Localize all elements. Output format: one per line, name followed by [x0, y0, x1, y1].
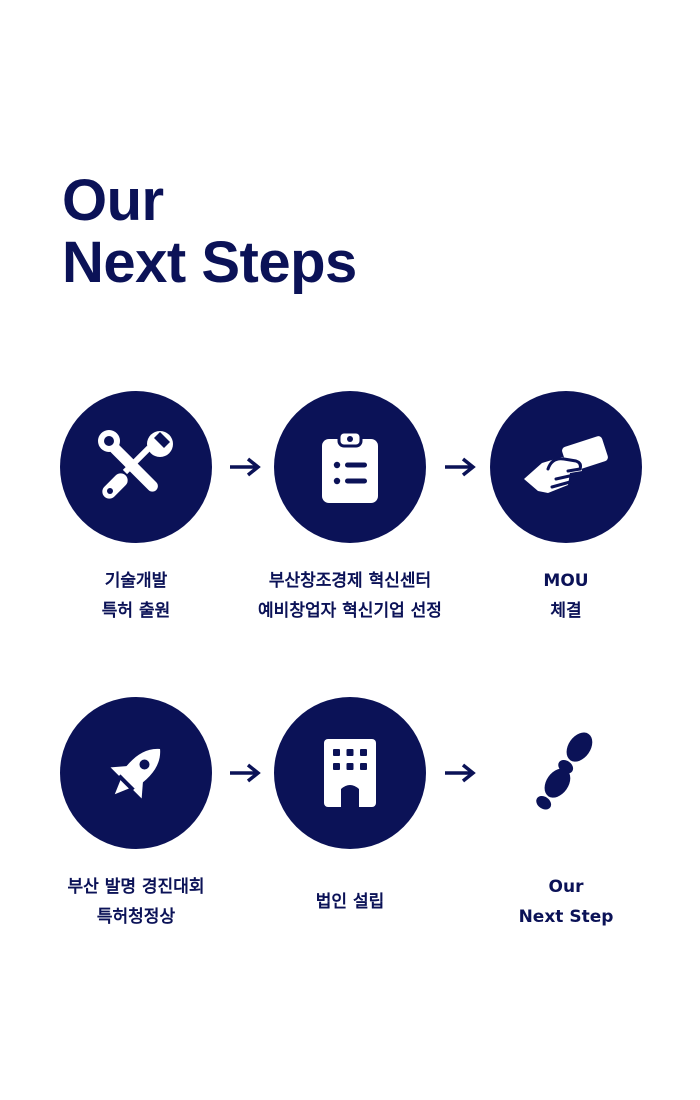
step-tech-development: 기술개발 특허 출원: [16, 391, 256, 621]
step-circle: [490, 697, 642, 849]
page-title: Our Next Steps: [62, 170, 357, 294]
step-our-next-step: Our Next Step: [446, 697, 686, 927]
tools-icon: [98, 430, 173, 499]
arrow-right-icon: [445, 457, 476, 477]
arrow-right-icon: [445, 763, 476, 783]
arrow-right-icon: [230, 457, 261, 477]
step-mou: MOU 체결: [446, 391, 686, 621]
step-label: 법인 설립: [230, 872, 470, 932]
rocket-icon: [110, 748, 161, 799]
step-circle: [490, 391, 642, 543]
clipboard-icon: [322, 430, 378, 503]
step-label-line-1: 부산창조경제 혁신센터: [268, 571, 432, 591]
step-label-line-1: Our: [548, 877, 584, 897]
step-label-line-2: Next Step: [518, 907, 614, 927]
step-circle: [60, 391, 212, 543]
arrow-right-icon: [230, 763, 261, 783]
footprints-icon: [536, 732, 593, 810]
step-circle: [60, 697, 212, 849]
step-label-line-2: 특허청정상: [96, 907, 176, 927]
page-title-line-2: Next Steps: [62, 230, 357, 295]
step-invention-contest: 부산 발명 경진대회 특허청정상: [16, 697, 256, 927]
step-label: 기술개발 특허 출원: [16, 566, 256, 626]
page-title-line-1: Our: [62, 168, 164, 233]
step-circle: [274, 697, 426, 849]
step-circle: [274, 391, 426, 543]
step-label-line-1: 기술개발: [104, 571, 168, 591]
step-label-line-1: MOU: [543, 571, 589, 591]
step-label: 부산창조경제 혁신센터 예비창업자 혁신기업 선정: [230, 566, 470, 626]
handshake-icon: [524, 436, 608, 493]
step-innovation-center: 부산창조경제 혁신센터 예비창업자 혁신기업 선정: [230, 391, 470, 621]
step-label-line-2: 예비창업자 혁신기업 선정: [258, 601, 442, 621]
step-label-line-1: 법인 설립: [315, 892, 385, 912]
step-label-line-2: 특허 출원: [101, 601, 171, 621]
building-icon: [324, 739, 376, 807]
step-label-line-1: 부산 발명 경진대회: [67, 877, 205, 897]
step-incorporation: 법인 설립: [230, 697, 470, 912]
step-label-line-2: 체결: [550, 601, 582, 621]
step-label: MOU 체결: [446, 566, 686, 626]
step-label: Our Next Step: [446, 872, 686, 932]
step-label: 부산 발명 경진대회 특허청정상: [16, 872, 256, 932]
